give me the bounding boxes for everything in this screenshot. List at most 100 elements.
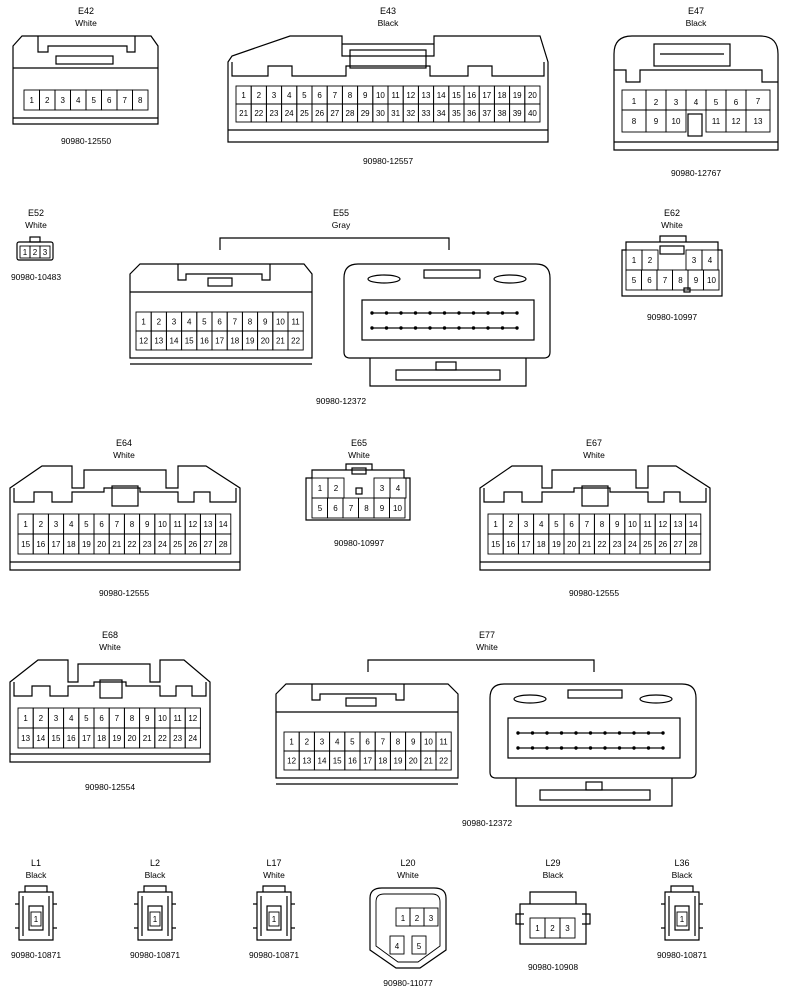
connector-color: White <box>583 450 605 460</box>
pin-number: 6 <box>99 520 104 529</box>
pin-number: 33 <box>422 109 431 118</box>
pin-number: 5 <box>714 98 719 107</box>
pin-number: 25 <box>643 540 652 549</box>
pin-number: 10 <box>158 714 167 723</box>
pin-number: 9 <box>654 117 659 126</box>
pin-number: 12 <box>287 757 296 766</box>
pin-number: 13 <box>204 520 213 529</box>
pin-number: 6 <box>333 504 338 513</box>
part-number: 90980-10908 <box>528 962 578 972</box>
pin-number: 7 <box>381 738 386 747</box>
pin-number: 8 <box>248 318 253 327</box>
pin-number: 13 <box>674 520 683 529</box>
pin-number: 4 <box>708 256 713 265</box>
pin-number: 16 <box>36 540 45 549</box>
pin-number: 9 <box>615 520 620 529</box>
connector-l20 <box>369 887 447 969</box>
pin-number: 21 <box>276 337 285 346</box>
pin-number: 22 <box>598 540 607 549</box>
pin-number: 25 <box>173 540 182 549</box>
pin-number: 15 <box>185 337 194 346</box>
pin-number: 1 <box>23 714 28 723</box>
pin-number: 1 <box>141 318 146 327</box>
connector-color: Black <box>26 870 48 880</box>
connector-color: Black <box>543 870 565 880</box>
pin-number: 40 <box>528 109 537 118</box>
pin-number: 4 <box>694 98 699 107</box>
pin-number: 5 <box>417 942 422 951</box>
pin-cell <box>287 330 304 351</box>
pin-number: 12 <box>732 117 741 126</box>
connector-color: White <box>263 870 285 880</box>
pin-number: 24 <box>188 734 197 743</box>
pin-number: 16 <box>200 337 209 346</box>
pin-number: 1 <box>632 97 637 106</box>
connector-id: L1 <box>31 858 41 868</box>
pin-number: 1 <box>23 248 28 257</box>
pin-number: 14 <box>170 337 179 346</box>
pin-number: 4 <box>396 484 401 493</box>
pin-number: 19 <box>513 91 522 100</box>
part-number: 90980-10997 <box>647 312 697 322</box>
pin-number: 23 <box>613 540 622 549</box>
part-number: 90980-12372 <box>462 818 512 828</box>
pin-number: 16 <box>67 734 76 743</box>
pin-number: 6 <box>365 738 370 747</box>
pin-cell <box>39 245 51 259</box>
connector-color: Gray <box>332 220 351 230</box>
pin-number: 12 <box>139 337 148 346</box>
pin-number: 7 <box>663 276 668 285</box>
pin-number: 22 <box>128 540 137 549</box>
connector-id: E52 <box>28 208 44 218</box>
pin-number: 19 <box>112 734 121 743</box>
pin-number: 5 <box>350 738 355 747</box>
part-number: 90980-12557 <box>363 156 413 166</box>
pin-number: 3 <box>54 520 59 529</box>
pin-number: 28 <box>346 109 355 118</box>
pin-cell <box>132 89 149 111</box>
pin-number: 4 <box>335 738 340 747</box>
pin-number: 3 <box>320 738 325 747</box>
pin-number: 24 <box>628 540 637 549</box>
pin-cell <box>149 911 161 927</box>
pin-number: 7 <box>349 504 354 513</box>
pin-number: 2 <box>45 96 50 105</box>
pin-number: 20 <box>128 734 137 743</box>
pin-number: 14 <box>36 734 45 743</box>
pin-cell <box>703 269 720 291</box>
connector-e65 <box>305 463 411 521</box>
pin-number: 23 <box>173 734 182 743</box>
pin-number: 13 <box>754 117 763 126</box>
part-number: 90980-12372 <box>316 396 366 406</box>
pin-number: 21 <box>239 109 248 118</box>
connector-id: E67 <box>586 438 602 448</box>
part-number: 90980-12554 <box>85 782 135 792</box>
pin-number: 5 <box>84 714 89 723</box>
pin-number: 9 <box>145 714 150 723</box>
pin-number: 15 <box>21 540 30 549</box>
pin-cell <box>524 103 541 123</box>
connector-e68 <box>9 659 211 763</box>
pin-number: 15 <box>491 540 500 549</box>
pin-number: 20 <box>567 540 576 549</box>
pin-number: 12 <box>188 714 197 723</box>
pin-number: 23 <box>270 109 279 118</box>
part-number: 90980-12555 <box>99 588 149 598</box>
pin-number: 16 <box>506 540 515 549</box>
pin-number: 6 <box>734 98 739 107</box>
pin-number: 5 <box>318 504 323 513</box>
connector-l1 <box>15 885 57 941</box>
pin-number: 20 <box>409 757 418 766</box>
pin-number: 14 <box>437 91 446 100</box>
pin-number: 4 <box>69 714 74 723</box>
pin-number: 19 <box>246 337 255 346</box>
pin-number: 1 <box>535 924 540 933</box>
pin-number: 9 <box>694 276 699 285</box>
pin-number: 1 <box>23 520 28 529</box>
pin-number: 20 <box>97 540 106 549</box>
pin-cell <box>30 911 42 927</box>
pin-number: 15 <box>452 91 461 100</box>
pin-number: 4 <box>395 942 400 951</box>
pin-number: 10 <box>158 520 167 529</box>
